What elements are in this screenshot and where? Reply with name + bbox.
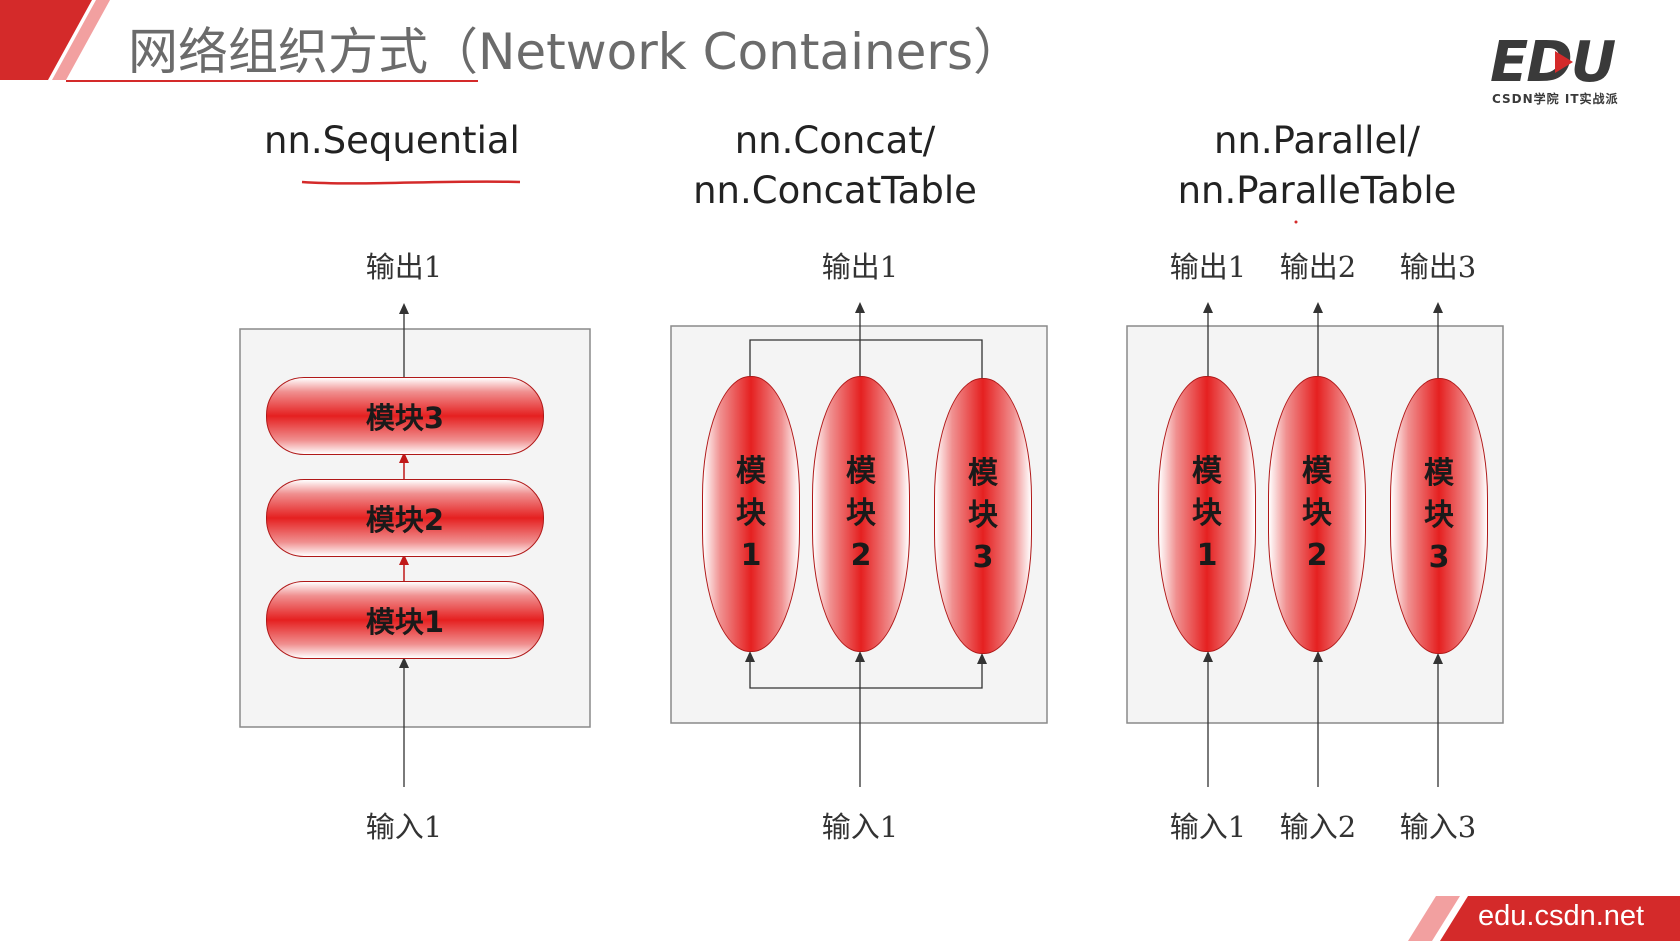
- concat-output-label: 输出1: [821, 250, 899, 284]
- parallel-output-2-label: 输出2: [1279, 250, 1357, 284]
- parallel-title-line1: nn.Parallel/: [1214, 119, 1420, 162]
- sequential-module-2: 模块2: [266, 479, 544, 557]
- module-label: 模块2: [1302, 454, 1332, 573]
- concat-input-label: 输入1: [821, 810, 899, 844]
- red-dot-mark: [1294, 220, 1298, 224]
- sequential-title: nn.Sequential: [264, 119, 520, 162]
- module-label: 模块1: [1192, 454, 1222, 573]
- concat-title-line2: nn.ConcatTable: [693, 169, 977, 212]
- parallel-output-3-label: 输出3: [1399, 250, 1477, 284]
- parallel-title-line2: nn.ParalleTable: [1177, 169, 1457, 212]
- parallel-output-1-label: 输出1: [1169, 250, 1247, 284]
- concat-title: nn.Concat/ nn.ConcatTable: [690, 116, 980, 216]
- module-label: 模块1: [736, 454, 766, 573]
- parallel-module-1: 模块1: [1158, 376, 1256, 652]
- parallel-module-3: 模块3: [1390, 378, 1488, 654]
- footer-pink-stripe: [1408, 896, 1460, 941]
- module-label: 模块3: [1424, 456, 1454, 575]
- concat-module-2: 模块2: [812, 376, 910, 652]
- header-pink-stripe: [52, 0, 110, 80]
- concat-module-1: 模块1: [702, 376, 800, 652]
- logo-subtitle: CSDN学院 IT实战派: [1492, 92, 1619, 106]
- footer-url: edu.csdn.net: [1478, 900, 1645, 932]
- concat-module-3: 模块3: [934, 378, 1032, 654]
- sequential-module-1: 模块1: [266, 581, 544, 659]
- sequential-output-label: 输出1: [365, 250, 443, 284]
- header-red-stripe: [0, 0, 92, 80]
- module-label: 模块3: [968, 456, 998, 575]
- concat-title-line1: nn.Concat/: [734, 119, 936, 162]
- module-label: 模块2: [846, 454, 876, 573]
- sequential-title-underline: [301, 180, 521, 185]
- parallel-input-1-label: 输入1: [1169, 810, 1247, 844]
- play-icon: [1555, 51, 1573, 73]
- sequential-module-3: 模块3: [266, 377, 544, 455]
- parallel-input-3-label: 输入3: [1399, 810, 1477, 844]
- edu-logo: EDU: [1490, 30, 1616, 95]
- parallel-input-2-label: 输入2: [1279, 810, 1357, 844]
- play-triangle: [1555, 51, 1573, 73]
- parallel-module-2: 模块2: [1268, 376, 1366, 652]
- page-title: 网络组织方式（Network Containers）: [128, 23, 1024, 81]
- parallel-title: nn.Parallel/ nn.ParalleTable: [1172, 116, 1462, 216]
- sequential-input-label: 输入1: [365, 810, 443, 844]
- footer-red-band: [1440, 896, 1680, 941]
